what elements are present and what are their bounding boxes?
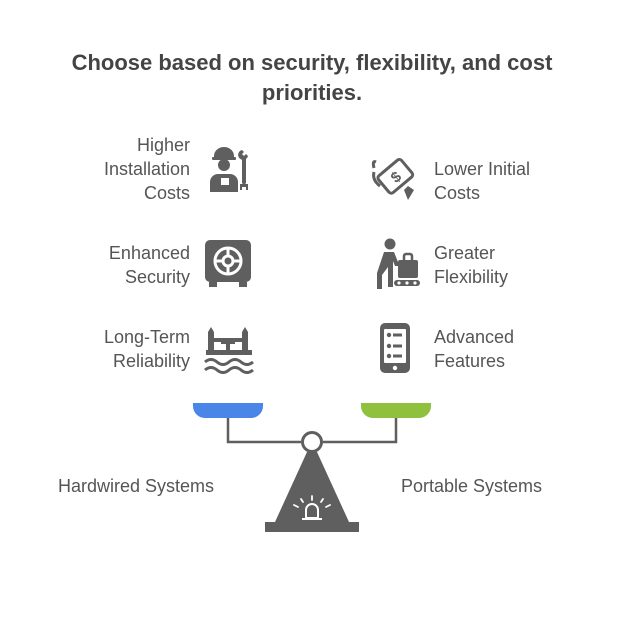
page-title: Choose based on security, flexibility, a…: [71, 50, 553, 105]
scale-stand: [275, 452, 349, 522]
money-hand-icon: $: [371, 158, 415, 200]
label-long-term-reliability: Long-Term Reliability: [103, 327, 190, 371]
left-pan: [193, 403, 263, 418]
right-pan: [361, 403, 431, 418]
label-enhanced-security: Enhanced Security: [108, 243, 190, 287]
label-greater-flexibility: Greater Flexibility: [434, 243, 509, 287]
scale-base: [265, 522, 359, 532]
scale-pivot: [301, 431, 323, 453]
hardwired-systems-label: Hardwired Systems: [58, 476, 215, 496]
luggage-cart-icon: [377, 238, 420, 289]
portable-systems-label: Portable Systems: [401, 476, 543, 496]
smartphone-icon: [380, 323, 410, 373]
label-lower-initial-costs: Lower Initial Costs: [434, 159, 531, 203]
label-higher-installation-costs: Higher Installation Costs: [103, 135, 190, 203]
bridge-icon: [204, 327, 254, 374]
balance-beam: [226, 418, 398, 444]
safe-icon: [205, 240, 251, 287]
technician-icon: [210, 147, 248, 192]
alarm-light-icon: [293, 495, 331, 520]
label-advanced-features: Advanced Features: [434, 327, 515, 371]
